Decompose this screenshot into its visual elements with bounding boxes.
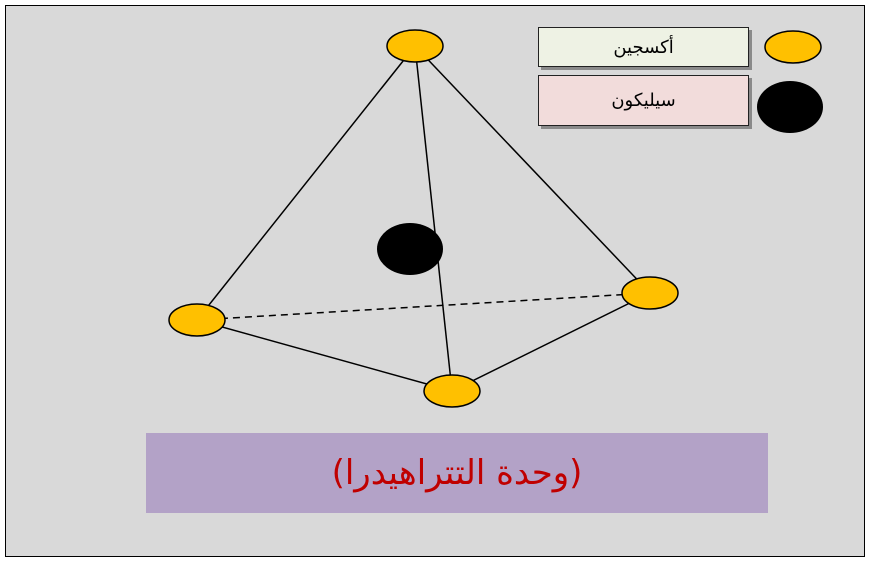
edge-front-right — [451, 292, 651, 392]
edge-left-front — [196, 319, 453, 392]
edge-top-left — [196, 45, 416, 321]
silicon-atom-center — [377, 223, 443, 275]
legend-silicon-symbol — [757, 81, 823, 133]
legend-oxygen-label: أكسجين — [538, 27, 749, 67]
legend-oxygen-symbol — [764, 30, 822, 64]
edge-top-front — [414, 45, 453, 392]
diagram-caption: (وحدة التتراهيدرا) — [146, 433, 768, 513]
edge-top-right — [414, 45, 651, 294]
oxygen-atom-right — [621, 276, 679, 310]
oxygen-atom-top — [386, 29, 444, 63]
legend-silicon-label: سيليكون — [538, 75, 749, 126]
oxygen-atom-front — [423, 374, 481, 408]
oxygen-atom-left — [168, 303, 226, 337]
edge-left-right-hidden — [196, 292, 651, 321]
